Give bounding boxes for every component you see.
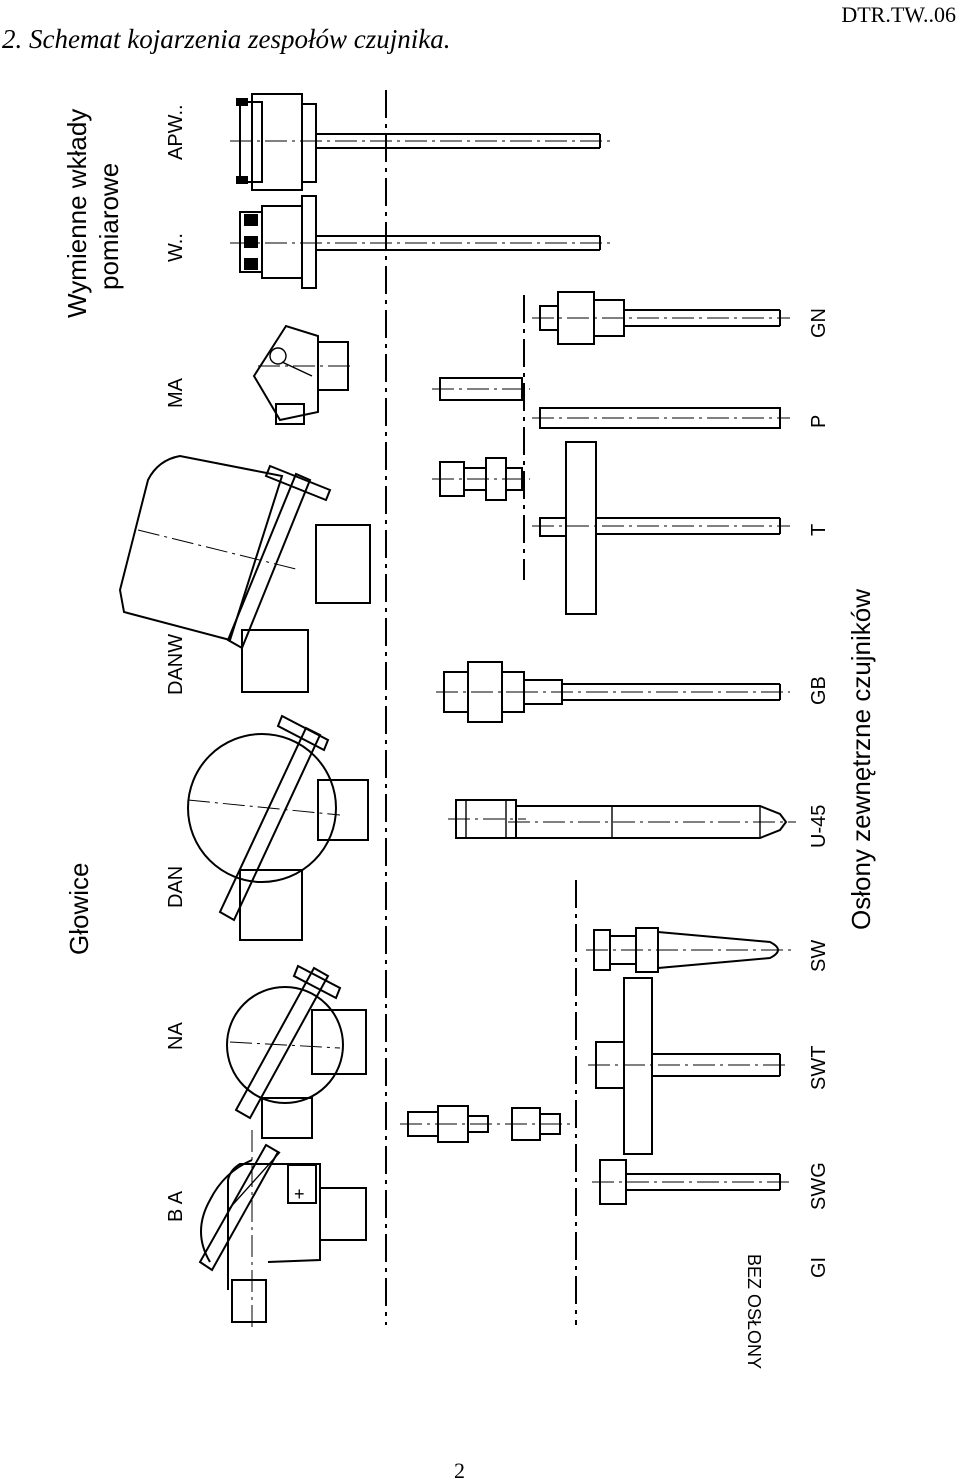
section-label-inserts-line1: Wymienne wkłady — [62, 109, 92, 318]
sheath-label-sw: SW — [808, 940, 830, 972]
page-number: 2 — [454, 1458, 465, 1483]
head-label-w: W.. — [165, 233, 187, 262]
svg-text:+: + — [294, 1184, 305, 1204]
sheath-swg — [592, 1159, 790, 1205]
insert-apw — [230, 93, 610, 191]
head-label-danw: DANW — [165, 634, 187, 695]
head-label-apw: APW.. — [165, 104, 187, 160]
head-danw — [118, 454, 371, 693]
sheath-label-gn: GN — [808, 308, 830, 338]
section-label-heads: Głowice — [64, 863, 94, 955]
section-label-sheaths: Osłony zewnętrzne czujników — [846, 589, 876, 930]
sheath-swt — [588, 977, 790, 1155]
document-code: DTR.TW..06 — [841, 2, 956, 27]
sheath-label-swg: SWG — [808, 1162, 830, 1210]
fitting-u45-head — [448, 799, 526, 839]
sheath-t — [532, 441, 790, 615]
head-ba: + — [198, 1130, 367, 1330]
head-dan — [187, 714, 369, 941]
head-ma — [252, 324, 350, 425]
sheath-u45 — [508, 805, 796, 839]
sheath-label-p: P — [808, 415, 830, 428]
fitting-na-pair — [400, 1105, 570, 1143]
sheath-gn — [532, 291, 790, 345]
head-na — [226, 964, 367, 1139]
head-label-ba: B A — [165, 1190, 187, 1222]
sheath-label-u45: U-45 — [808, 805, 830, 848]
head-label-dan: DAN — [165, 866, 187, 908]
sheath-label-t: T — [808, 524, 830, 536]
sheath-gb — [516, 679, 790, 705]
fitting-t-head — [432, 457, 530, 501]
sheath-p — [532, 407, 790, 429]
sheath-label-swt: SWT — [808, 1046, 830, 1090]
sheath-label-gb: GB — [808, 676, 830, 705]
sheath-sw — [586, 927, 794, 973]
fitting-p-head — [432, 377, 530, 401]
no-sheath-label: BEZ OSŁONY — [744, 1254, 764, 1369]
insert-w — [230, 195, 610, 289]
page-title: 2. Schemat kojarzenia zespołów czujnika. — [2, 24, 451, 54]
section-label-inserts-line2: pomiarowe — [94, 163, 124, 290]
sheath-label-gi: GI — [808, 1257, 830, 1278]
head-label-ma: MA — [165, 377, 187, 408]
head-label-na: NA — [165, 1022, 187, 1050]
fitting-gb-head — [436, 661, 530, 723]
